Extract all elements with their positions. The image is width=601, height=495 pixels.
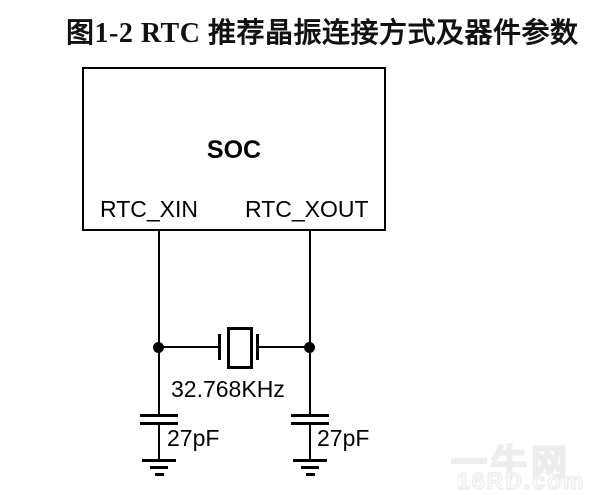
ground-icon-left bbox=[142, 459, 176, 462]
capacitor-right-plate-bottom bbox=[291, 422, 329, 425]
capacitor-right-plate-top bbox=[291, 414, 329, 417]
pin-label-rtc-xin: RTC_XIN bbox=[100, 196, 198, 222]
wire-rtc-xout bbox=[309, 231, 311, 417]
figure-title: 图1-2 RTC 推荐晶振连接方式及器件参数 bbox=[66, 18, 579, 49]
capacitor-left-value: 27pF bbox=[167, 425, 220, 451]
wire-crystal-left bbox=[158, 346, 220, 348]
crystal-plate-right bbox=[256, 334, 259, 360]
ground-icon-right-mid bbox=[301, 466, 319, 469]
wire-rtc-xin bbox=[158, 231, 160, 417]
ground-icon-right-bottom bbox=[306, 473, 315, 476]
pin-label-rtc-xout: RTC_XOUT bbox=[245, 196, 369, 222]
crystal-icon bbox=[227, 327, 253, 369]
ground-icon-right bbox=[293, 459, 327, 462]
capacitor-left-plate-top bbox=[140, 414, 178, 417]
soc-label: SOC bbox=[206, 136, 262, 164]
watermark-site-url: 16RD.com bbox=[456, 467, 586, 495]
capacitor-left-plate-bottom bbox=[140, 422, 178, 425]
wire-crystal-right bbox=[258, 346, 311, 348]
capacitor-right-value: 27pF bbox=[317, 425, 370, 451]
watermark-site-name: 一牛网 bbox=[450, 441, 572, 484]
wire-capacitor-right-ground bbox=[309, 425, 311, 461]
junction-dot-left bbox=[153, 342, 164, 353]
ground-icon-left-bottom bbox=[155, 473, 164, 476]
junction-dot-right bbox=[304, 342, 315, 353]
ground-icon-left-mid bbox=[150, 466, 168, 469]
soc-box bbox=[82, 67, 386, 231]
wire-capacitor-left-ground bbox=[158, 425, 160, 461]
crystal-frequency-label: 32.768KHz bbox=[171, 376, 285, 402]
crystal-plate-left bbox=[218, 334, 221, 360]
